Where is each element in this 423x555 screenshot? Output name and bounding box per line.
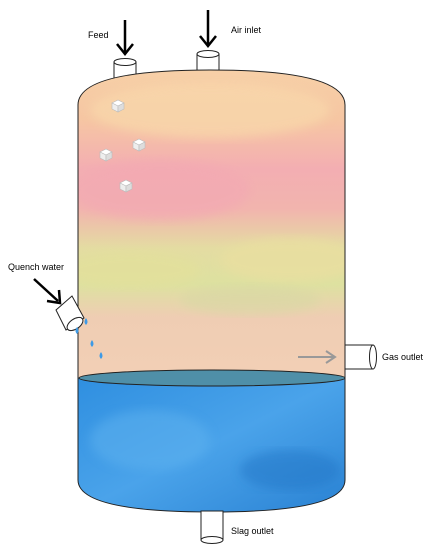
quench-water-arrow (33, 278, 62, 305)
feed-arrow (116, 20, 134, 57)
slag-outlet-label: Slag outlet (231, 526, 274, 536)
slag-outlet-pipe (200, 510, 224, 544)
droplet (90, 340, 94, 347)
quench-droplets (75, 318, 103, 359)
feed-cube (132, 138, 146, 152)
water-bath (77, 369, 346, 513)
quench-water-label: Quench water (8, 262, 64, 272)
feed-cube (99, 148, 113, 162)
air-inlet-label: Air inlet (231, 25, 262, 35)
vessel-outline (77, 69, 346, 378)
droplet (84, 318, 88, 325)
gas-outlet-arrow (298, 350, 337, 364)
gas-outlet-label: Gas outlet (382, 352, 423, 362)
feed-particles (99, 99, 146, 193)
feed-cube (119, 179, 133, 193)
feed-cube (111, 99, 125, 113)
quench-water-nozzle (55, 295, 85, 332)
feed-label: Feed (88, 30, 109, 40)
air-inlet-arrow (199, 10, 217, 49)
droplet (75, 327, 79, 334)
droplet (99, 352, 103, 359)
reaction-zone (78, 70, 345, 378)
gas-outlet-pipe (344, 344, 377, 370)
